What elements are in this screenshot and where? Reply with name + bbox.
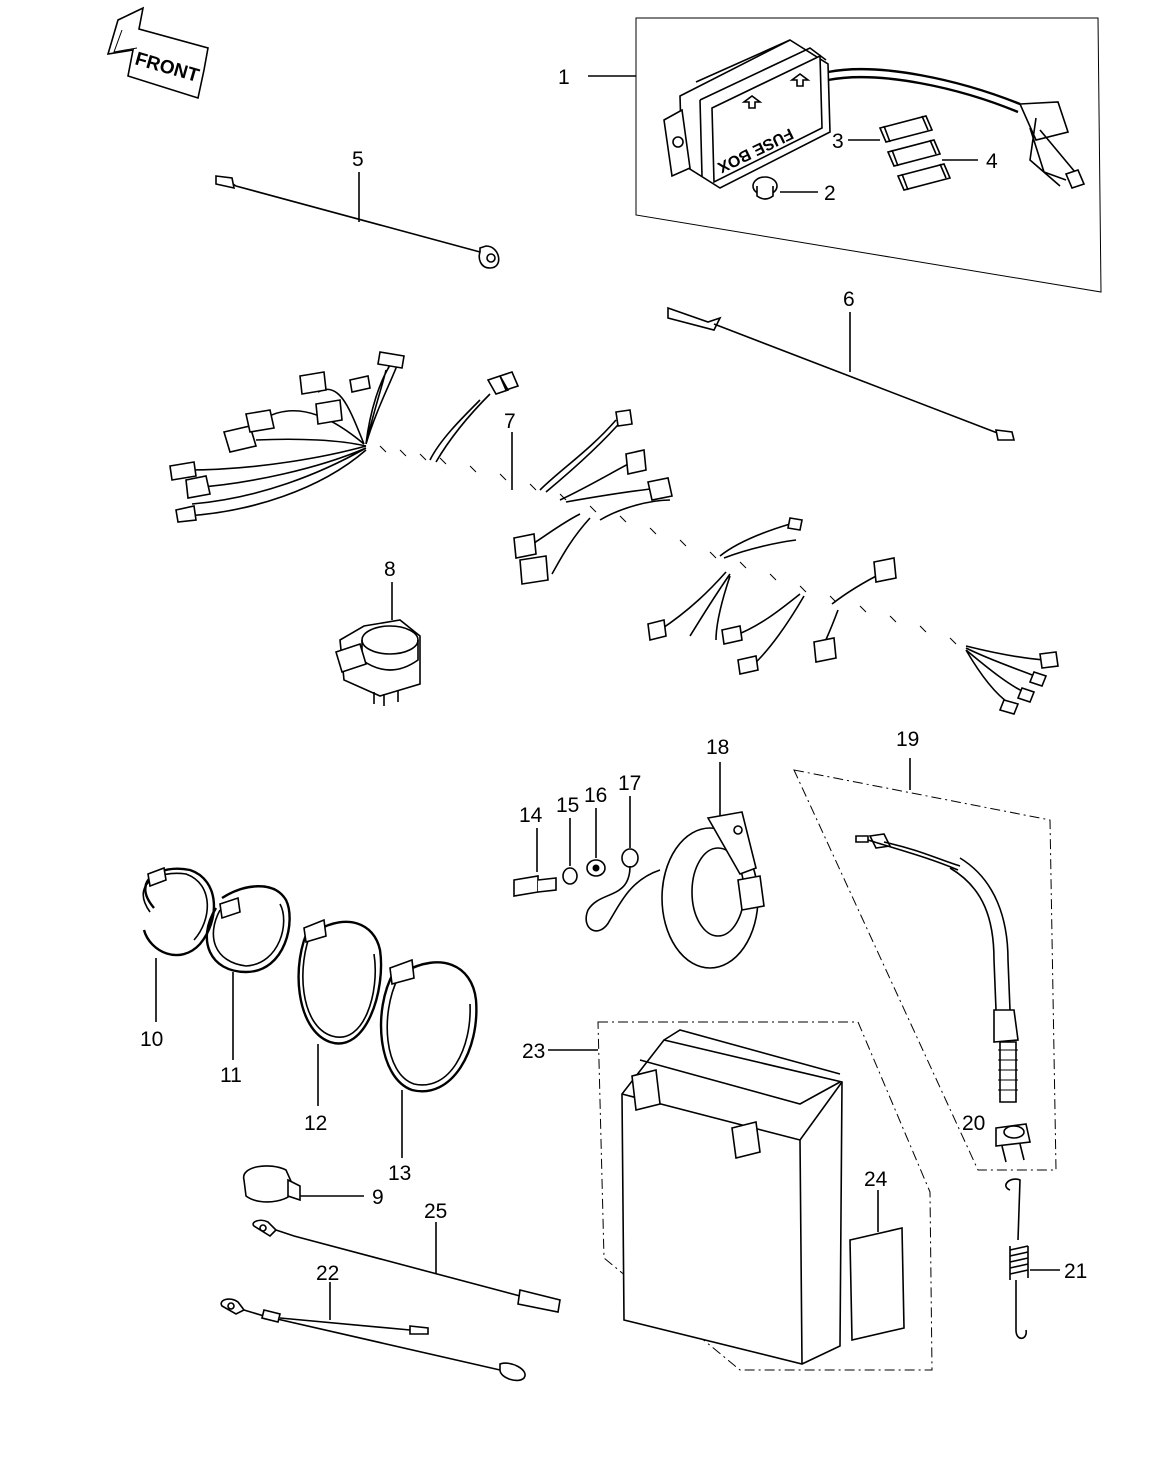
callout-24: 24 xyxy=(864,1168,888,1191)
callout-11: 11 xyxy=(220,1064,242,1087)
callout-8: 8 xyxy=(384,558,396,581)
callout-4: 4 xyxy=(986,150,998,173)
callout-10: 10 xyxy=(140,1028,163,1051)
callout-21: 21 xyxy=(1064,1260,1087,1283)
fuse-box-assembly: FUSE BOX xyxy=(588,17,1102,293)
callout-16: 16 xyxy=(584,784,607,807)
fuse-part xyxy=(878,115,952,191)
callout-17: 17 xyxy=(618,772,641,795)
spring-part xyxy=(1005,1178,1060,1340)
callout-5: 5 xyxy=(352,148,364,171)
callout-3: 3 xyxy=(832,130,844,153)
callout-19: 19 xyxy=(896,728,919,751)
callout-6: 6 xyxy=(843,288,855,311)
callout-14: 14 xyxy=(519,804,543,827)
sensor-lead-part xyxy=(667,306,1016,441)
callout-20: 20 xyxy=(962,1112,985,1135)
terminal-cap-part xyxy=(243,1165,364,1203)
callout-25: 25 xyxy=(424,1200,447,1223)
callout-13: 13 xyxy=(388,1162,411,1185)
band-part xyxy=(142,866,478,1158)
callout-23: 23 xyxy=(522,1040,545,1063)
callout-7: 7 xyxy=(504,410,516,433)
callout-9: 9 xyxy=(372,1186,384,1209)
horn-part xyxy=(513,762,765,969)
callout-2: 2 xyxy=(824,182,836,205)
lead-wire-part xyxy=(215,172,500,269)
wiring-harness-part xyxy=(169,351,1059,715)
battery-part xyxy=(548,1021,933,1371)
brake-switch-part xyxy=(793,758,1057,1171)
grommet-part xyxy=(752,176,778,200)
callout-1: 1 xyxy=(558,66,570,89)
ground-lead-part xyxy=(220,1282,526,1382)
callout-12: 12 xyxy=(304,1112,327,1135)
callout-18: 18 xyxy=(706,736,729,759)
battery-lead-part xyxy=(252,1219,561,1313)
callout-15: 15 xyxy=(556,794,579,817)
callout-labels: 1 2 3 4 5 6 7 8 9 10 11 12 13 14 15 16 1… xyxy=(140,66,1087,1285)
relay-part xyxy=(335,582,421,706)
callout-22: 22 xyxy=(316,1262,339,1285)
front-arrow-icon: FRONT xyxy=(106,6,209,100)
